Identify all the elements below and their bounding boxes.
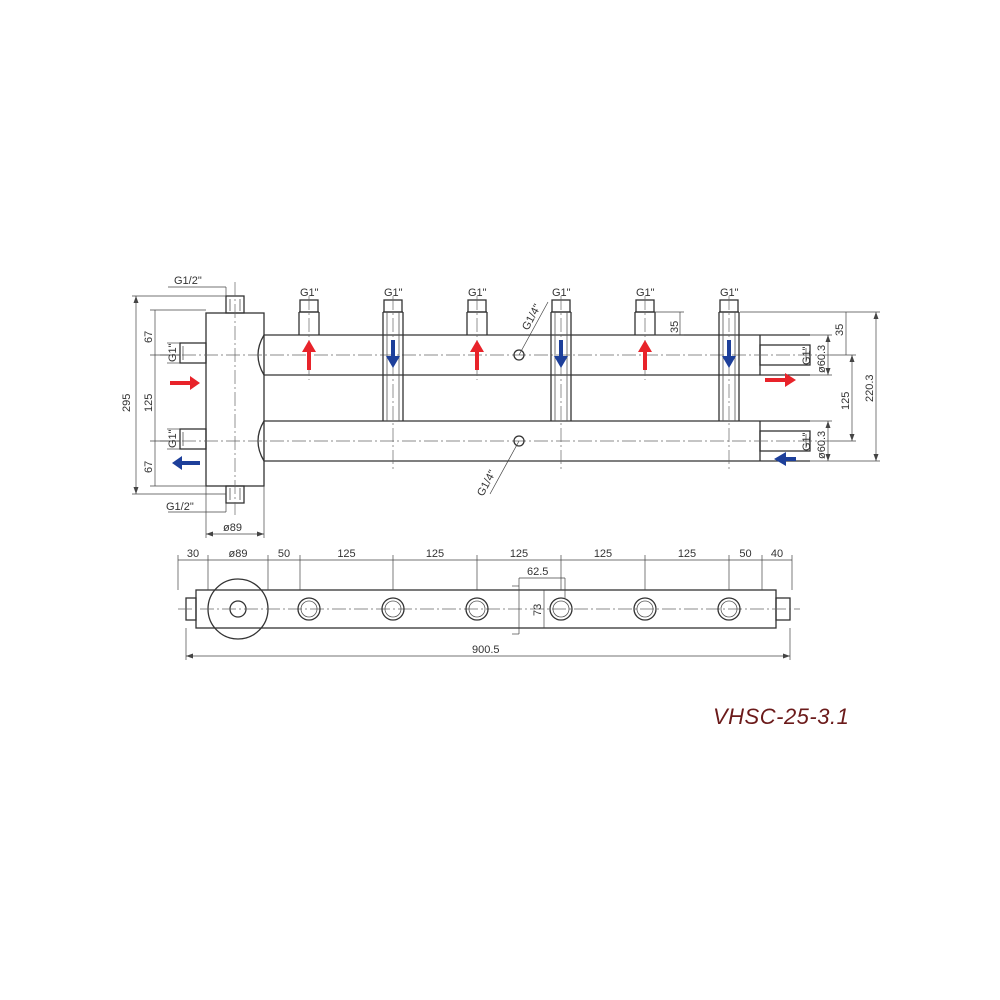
left-upper-dim-label: 67 — [143, 331, 155, 343]
segment-label: 50 — [739, 548, 751, 560]
outlet-thread-label: G1" — [300, 287, 319, 299]
pipe-diameter-top-label: ø60.3 — [816, 345, 828, 373]
outlet-thread-label: G1" — [636, 287, 655, 299]
return-arrow — [554, 340, 568, 368]
outlet-4: G1" — [550, 287, 572, 470]
model-code: VHSC-25-3.1 — [713, 704, 850, 729]
left-middle-dim-label: 125 — [143, 394, 155, 412]
supply-arrow — [302, 340, 316, 370]
outlet-right-arrow — [765, 373, 796, 387]
segment-label: ø89 — [229, 548, 248, 560]
top-outlet-bore — [636, 600, 654, 618]
top-view: 62.5 73 30 ø89 50 125 125 125 125 125 50 40 900.5 — [177, 548, 800, 660]
right-upper-dim-label: 35 — [834, 324, 846, 336]
return-right-arrow — [774, 452, 796, 466]
outlet-thread-label: G1" — [720, 287, 739, 299]
segment-label: 30 — [187, 548, 199, 560]
segment-label: 125 — [510, 548, 528, 560]
top-outlet-bore — [720, 600, 738, 618]
top-outlet-bore — [300, 600, 318, 618]
inlet-arrow — [170, 376, 200, 390]
left-port-upper — [179, 342, 207, 364]
total-length-label: 900.5 — [472, 644, 500, 656]
top-outlet-bore — [384, 600, 402, 618]
segment-label: 40 — [771, 548, 783, 560]
outlet-thread-label: G1" — [468, 287, 487, 299]
segment-label: 50 — [278, 548, 290, 560]
port-height-dim-label: 35 — [669, 321, 681, 333]
return-arrow — [722, 340, 736, 368]
top-outlet-5 — [633, 597, 657, 621]
sensor-port-upper — [513, 349, 525, 361]
outlet-3: G1" — [466, 287, 488, 380]
right-middle-dim-label: 125 — [840, 392, 852, 410]
top-outlet-3 — [465, 597, 489, 621]
segment-label: 125 — [426, 548, 444, 560]
top-view-outlets — [297, 597, 741, 621]
outlet-thread-label: G1" — [552, 287, 571, 299]
total-height-label: 295 — [121, 394, 133, 412]
top-outlet-bore — [552, 600, 570, 618]
bracket-height-label: 73 — [532, 604, 544, 616]
segment-label: 125 — [337, 548, 355, 560]
return-left-arrow — [172, 456, 200, 470]
right-port-upper-thread: G1" — [801, 346, 813, 365]
outlet-2: G1" — [382, 287, 404, 470]
return-arrow — [386, 340, 400, 368]
left-port-lower — [179, 428, 207, 450]
top-outlet-bore — [468, 600, 486, 618]
top-outlet-6 — [717, 597, 741, 621]
top-outlet-2 — [381, 597, 405, 621]
segment-label: 125 — [594, 548, 612, 560]
left-port-upper-thread: G1" — [167, 343, 179, 362]
segment-label: 125 — [678, 548, 696, 560]
outlet-5: G1" — [634, 287, 656, 380]
bracket-width-label: 62.5 — [527, 566, 548, 578]
top-plug-thread-label: G1/2" — [174, 275, 202, 287]
outlet-pipes: G1" G1" G1" G1" G1" G1" — [298, 287, 740, 470]
front-view: G1" G1" G1" G1" G1" G1" G1/4" G1/4" G1/2" G1/… — [121, 275, 880, 538]
outlet-1: G1" — [298, 287, 320, 380]
top-outlet-1 — [297, 597, 321, 621]
left-lower-dim-label: 67 — [143, 461, 155, 473]
outlet-thread-label: G1" — [384, 287, 403, 299]
segment-dimensions: 30 ø89 50 125 125 125 125 125 50 40 — [177, 548, 793, 590]
sensor-thread-top-label: G1/4" — [520, 302, 544, 332]
sensor-thread-bottom-label: G1/4" — [475, 468, 499, 498]
supply-arrow — [638, 340, 652, 370]
right-total-dim-label: 220.3 — [864, 374, 876, 402]
sensor-port-lower — [513, 435, 525, 447]
top-outlet-4 — [549, 597, 573, 621]
left-port-lower-thread: G1" — [167, 429, 179, 448]
separator-diameter-label: ø89 — [223, 522, 242, 534]
pipe-diameter-bottom-label: ø60.3 — [816, 431, 828, 459]
right-port-lower-thread: G1" — [801, 432, 813, 451]
outlet-6: G1" — [718, 287, 740, 470]
bottom-plug-thread-label: G1/2" — [166, 501, 194, 513]
supply-arrow — [470, 340, 484, 370]
